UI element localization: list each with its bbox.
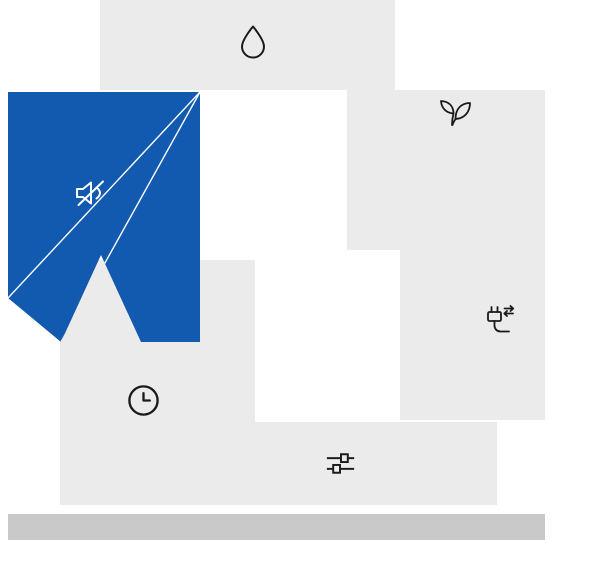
clock-icon (125, 382, 162, 419)
water-drop-icon (234, 22, 272, 60)
sliders-icon (322, 445, 359, 482)
accent-ribbon-tile[interactable] (8, 92, 200, 342)
bottom-middle-tile[interactable] (200, 422, 497, 505)
plug-swap-icon (478, 302, 518, 342)
right-upper-tile[interactable] (347, 90, 545, 250)
top-tile[interactable] (100, 0, 395, 90)
ribbon-polygon (8, 92, 200, 342)
right-lower-tile[interactable] (400, 250, 545, 420)
bottom-bar (8, 514, 545, 540)
eco-leaf-icon (436, 94, 474, 132)
volume-mute-icon (70, 172, 112, 214)
accent-ribbon-shape (8, 92, 200, 342)
